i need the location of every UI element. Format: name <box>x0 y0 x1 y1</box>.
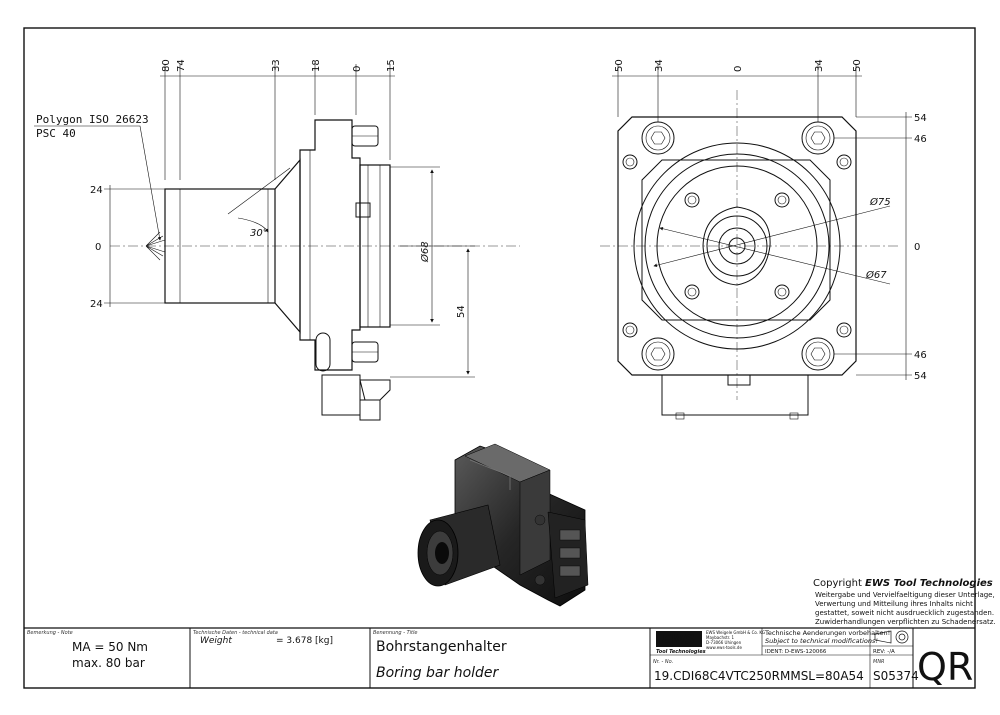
mnr-value: S05374 <box>873 669 919 683</box>
logo-sub: Tool Technologies <box>656 649 706 655</box>
copyright-line-2: Verwertung und Mitteilung ihres Inhalts … <box>815 600 973 608</box>
angle-label: 30° <box>250 228 268 239</box>
copyright-line-3: gestattet, soweit nicht ausdruecklich zu… <box>815 609 994 617</box>
changes-en: Subject to technical modifications! <box>765 637 878 645</box>
side-left-24-top: 24 <box>90 185 103 196</box>
title-en: Boring bar holder <box>376 665 500 681</box>
front-top-34-left: 34 <box>654 59 665 72</box>
front-right-54-top: 54 <box>914 113 927 124</box>
svg-text:Copyright EWS Tool Technologie: Copyright EWS Tool Technologies <box>813 578 993 589</box>
rev-label: REV: -/A <box>873 649 895 655</box>
side-dim-18: 18 <box>311 59 322 72</box>
company-line-3: D-73066 Uhingen <box>706 640 742 645</box>
copyright-brand: EWS Tool Technologies <box>865 578 993 589</box>
title-block: Bemerkung - Note MA = 50 Nm max. 80 bar … <box>24 627 975 689</box>
polygon-label-2: PSC 40 <box>36 127 76 140</box>
logo-text: EWS <box>662 633 695 648</box>
note-line-1: MA = 50 Nm <box>72 640 148 654</box>
note-header: Bemerkung - Note <box>27 630 73 636</box>
front-dia-75: Ø75 <box>869 196 891 208</box>
front-right-54-bottom: 54 <box>914 371 927 382</box>
side-dim-0: 0 <box>352 66 363 72</box>
changes-de: Technische Aenderungen vorbehalten! <box>764 629 890 637</box>
title-header: Benennung - Title <box>373 630 417 636</box>
weight-label: Weight <box>200 636 232 646</box>
company-line-4: www.ews-tools.de <box>706 645 742 650</box>
copyright-line-1: Weitergabe und Vervielfaeltigung dieser … <box>815 591 995 599</box>
company-line-1: EWS Weigele GmbH & Co. KG <box>706 630 765 635</box>
side-view: 30° 80 74 33 18 0 15 24 0 24 Polygon ISO… <box>34 59 520 421</box>
front-top-0: 0 <box>733 66 744 72</box>
side-dia-68: Ø68 <box>419 241 431 263</box>
part-number: 19.CDI68C4VTC250RMMSL=80A54 <box>654 669 864 683</box>
front-right-46-top: 46 <box>914 134 927 145</box>
polygon-label-1: Polygon ISO 26623 <box>36 113 149 126</box>
side-left-0: 0 <box>95 242 101 253</box>
company-line-2: Maybachstr. 1 <box>706 635 734 640</box>
qr-code-label: QR <box>917 645 973 689</box>
front-top-50-right: 50 <box>852 59 863 72</box>
side-dim-33: 33 <box>271 59 282 72</box>
front-top-34-right: 34 <box>814 59 825 72</box>
projection-symbol-icon <box>874 630 909 644</box>
tech-header: Technische Daten - technical data <box>193 630 278 636</box>
sheet-border <box>23 27 976 689</box>
title-de: Bohrstangenhalter <box>376 639 507 655</box>
copyright-notice: Copyright EWS Tool Technologies Weiterga… <box>813 578 996 626</box>
side-dim-74: 74 <box>176 59 187 72</box>
side-dim-80: 80 <box>161 59 172 72</box>
front-top-50-left: 50 <box>614 59 625 72</box>
note-line-2: max. 80 bar <box>72 656 145 670</box>
nr-header: Nr. - No. <box>653 659 673 665</box>
front-right-0: 0 <box>914 242 920 253</box>
weight-value: = 3.678 [kg] <box>276 636 333 646</box>
front-dia-67: Ø67 <box>865 269 887 281</box>
front-right-46-bottom: 46 <box>914 350 927 361</box>
side-height-54: 54 <box>456 305 467 318</box>
ews-logo <box>656 631 702 647</box>
side-dim-15: 15 <box>386 59 397 72</box>
copyright-line-4: Zuwiderhandlungen verpflichten zu Schade… <box>815 618 996 626</box>
ident-label: IDENT: D-EWS-120066 <box>765 649 827 655</box>
front-view: Ø75 Ø67 50 34 0 34 50 54 46 0 46 54 <box>600 59 927 420</box>
mnr-header: MNR <box>873 659 885 665</box>
isometric-render <box>417 443 589 607</box>
side-left-24-bottom: 24 <box>90 299 103 310</box>
copyright-prefix: Copyright <box>813 578 865 589</box>
